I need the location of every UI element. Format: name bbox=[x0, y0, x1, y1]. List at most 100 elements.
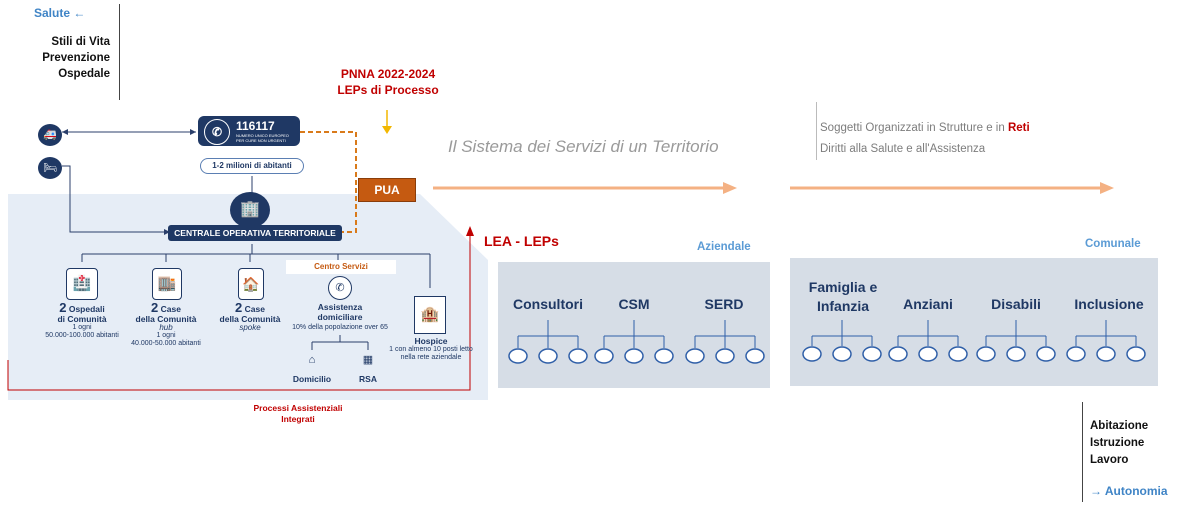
service-disabili: Disabili bbox=[991, 296, 1041, 312]
case-hub-title2: della Comunità bbox=[135, 314, 197, 324]
aziendale-node-1-0 bbox=[594, 348, 614, 364]
soggetti-line1: Soggetti Organizzati in Strutture e in R… bbox=[820, 118, 1030, 139]
ambulance-icon: 🚑 bbox=[38, 124, 62, 146]
assistenza-title2: domiciliare bbox=[317, 312, 363, 322]
aziendale-label: Aziendale bbox=[697, 241, 751, 253]
item-istruzione: Istruzione bbox=[1090, 437, 1145, 449]
comunale-node-2-0 bbox=[976, 346, 996, 362]
salute-label: Salute ← bbox=[34, 6, 86, 20]
comunale-node-0-2 bbox=[862, 346, 882, 362]
centrale-operativa-box: CENTRALE OPERATIVA TERRITORIALE bbox=[168, 225, 342, 241]
domicilio-icon: ⌂ bbox=[308, 354, 316, 366]
aziendale-node-2-1 bbox=[715, 348, 735, 364]
assistenza-sub: 10% della popolazione over 65 bbox=[292, 324, 388, 331]
service-famiglia-infanzia: Famiglia e Infanzia bbox=[808, 279, 878, 314]
comunale-node-1-2 bbox=[948, 346, 968, 362]
comunale-node-3-2 bbox=[1126, 346, 1146, 362]
case-spoke-title: Case bbox=[244, 304, 265, 314]
ospedale-icon: 🏥 bbox=[66, 268, 98, 300]
hospice-title: Hospice bbox=[414, 336, 448, 346]
phone-icon: ✆ bbox=[204, 119, 230, 145]
service-csm: CSM bbox=[618, 296, 650, 312]
service-inclusione: Inclusione bbox=[1074, 296, 1144, 312]
aziendale-node-0-2 bbox=[568, 348, 588, 364]
casa-spoke-icon: 🏠 bbox=[238, 268, 264, 300]
ospedali-block: 2 Ospedali di Comunità 1 ogni 50.000-100… bbox=[30, 300, 134, 340]
arrow-sistema-2-icon bbox=[790, 182, 1114, 194]
comunale-tree bbox=[802, 320, 1146, 362]
case-hub-sub2: 40.000-50.000 abitanti bbox=[131, 340, 201, 347]
comunale-node-1-1 bbox=[918, 346, 938, 362]
pnna-arrow-icon bbox=[382, 110, 392, 134]
comunale-panel bbox=[790, 258, 1158, 386]
aziendale-tree bbox=[508, 320, 765, 364]
assistenza-title: Assistenza bbox=[317, 302, 363, 312]
soggetti-reti: Reti bbox=[1007, 122, 1030, 134]
soggetti-prefix: Soggetti Organizzati in Strutture e in bbox=[820, 122, 1008, 134]
processi-line1: Processi Assistenziali bbox=[253, 403, 343, 413]
aziendale-node-2-2 bbox=[745, 348, 765, 364]
phone-116117-box: ✆ 116117 NUMERO UNICO EUROPEO PER CURE N… bbox=[198, 116, 300, 146]
hospice-block: Hospice 1 con almeno 10 posti letto nell… bbox=[384, 336, 478, 362]
divider-soggetti bbox=[816, 102, 817, 160]
ospedali-sub2: 50.000-100.000 abitanti bbox=[45, 332, 119, 339]
aziendale-node-0-1 bbox=[538, 348, 558, 364]
case-hub-sub1: 1 ogni bbox=[156, 332, 176, 339]
phone-sub: NUMERO UNICO EUROPEO PER CURE NON URGENT… bbox=[236, 133, 289, 143]
service-anziani: Anziani bbox=[903, 296, 953, 312]
phone-number: 116117 bbox=[236, 119, 275, 133]
centro-servizi-label: Centro Servizi bbox=[286, 260, 396, 274]
rsa-icon: ▦ bbox=[362, 354, 374, 366]
service-serd: SERD bbox=[704, 296, 744, 312]
comunale-node-2-1 bbox=[1006, 346, 1026, 362]
case-spoke-count: 2 bbox=[235, 300, 243, 315]
case-hub-title: Case bbox=[160, 304, 181, 314]
comunale-node-0-1 bbox=[832, 346, 852, 362]
comunale-node-0-0 bbox=[802, 346, 822, 362]
comunale-node-3-0 bbox=[1066, 346, 1086, 362]
case-spoke-block: 2 Case della Comunità spoke bbox=[198, 300, 302, 332]
rsa-label: RSA bbox=[359, 374, 377, 384]
divider-bottom-right bbox=[1082, 402, 1083, 502]
processi-label: Processi Assistenziali Integrati bbox=[228, 403, 368, 425]
hospice-sub2: nella rete aziendale bbox=[400, 354, 462, 361]
item-lavoro: Lavoro bbox=[1090, 454, 1129, 466]
phone-population: 1-2 milioni di abitanti bbox=[200, 158, 304, 174]
item-abitazione: Abitazione bbox=[1090, 420, 1149, 432]
aziendale-node-2-0 bbox=[685, 348, 705, 364]
case-spoke-title2: della Comunità bbox=[219, 314, 281, 324]
soggetti-line2: Diritti alla Salute e all'Assistenza bbox=[820, 143, 986, 155]
hospice-sub1: 1 con almeno 10 posti letto bbox=[389, 346, 473, 353]
item-stili-di-vita: Stili di Vita bbox=[51, 36, 110, 48]
item-ospedale: Ospedale bbox=[58, 68, 110, 80]
autonomia-items: Abitazione Istruzione Lavoro bbox=[1090, 418, 1148, 469]
hospice-icon: 🏨 bbox=[414, 296, 446, 334]
case-hub-block: 2 Case della Comunità hub 1 ogni 40.000-… bbox=[114, 300, 218, 348]
ospedali-sub1: 1 ogni bbox=[72, 324, 92, 331]
item-prevenzione: Prevenzione bbox=[42, 52, 110, 64]
home-phone-icon: ✆ bbox=[328, 276, 352, 300]
bed-icon: 🛏 bbox=[38, 157, 62, 179]
pnna-line1: PNNA 2022-2024 bbox=[340, 67, 436, 81]
lea-leps-label: LEA - LEPs bbox=[484, 233, 559, 249]
aziendale-node-1-2 bbox=[654, 348, 674, 364]
autonomia-label: → Autonomia bbox=[1090, 484, 1168, 498]
comunale-node-2-2 bbox=[1036, 346, 1056, 362]
ospedali-count: 2 bbox=[59, 300, 67, 315]
ospedali-title: Ospedali bbox=[68, 304, 105, 314]
case-hub-type: hub bbox=[159, 323, 173, 332]
comunale-node-3-1 bbox=[1096, 346, 1116, 362]
hospital-building-icon: 🏢 bbox=[230, 192, 270, 228]
aziendale-node-1-1 bbox=[624, 348, 644, 364]
assistenza-block: Assistenza domiciliare 10% della popolaz… bbox=[288, 302, 392, 332]
comunale-node-1-0 bbox=[888, 346, 908, 362]
pnna-line2: LEPs di Processo bbox=[337, 83, 439, 97]
case-hub-count: 2 bbox=[151, 300, 159, 315]
processi-line2: Integrati bbox=[281, 414, 315, 424]
territorial-diagram bbox=[7, 129, 488, 400]
soggetti-text: Soggetti Organizzati in Strutture e in R… bbox=[820, 118, 1030, 160]
comunale-label: Comunale bbox=[1085, 238, 1141, 250]
pnna-title: PNNA 2022-2024 LEPs di Processo bbox=[318, 66, 458, 98]
arrow-sistema-1-icon bbox=[433, 182, 737, 194]
service-consultori: Consultori bbox=[513, 296, 583, 312]
